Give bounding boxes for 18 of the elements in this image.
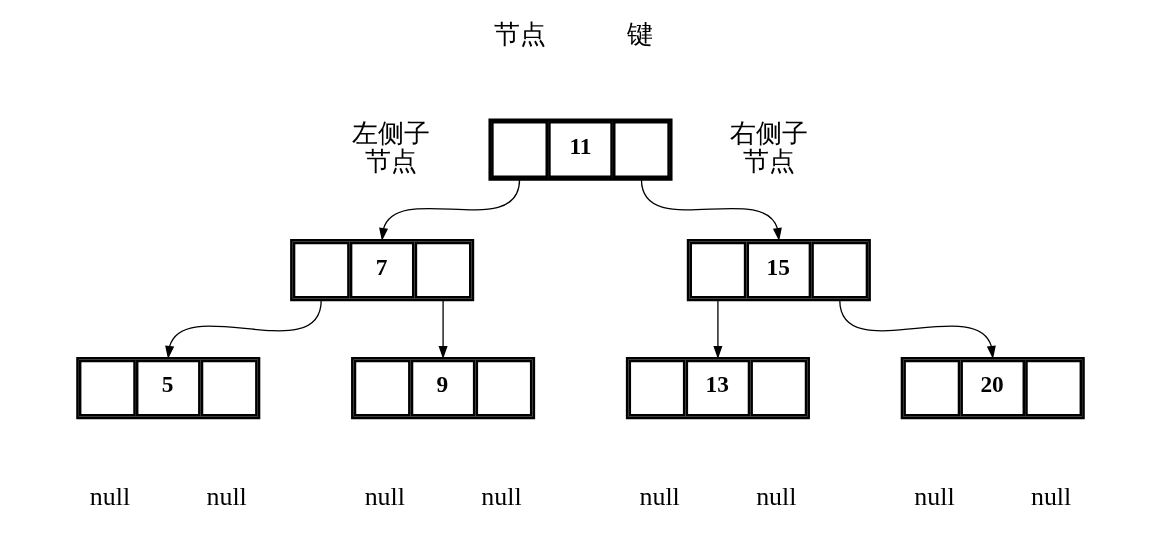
node-label: null [364, 481, 405, 511]
node-label: null [481, 481, 522, 511]
arrow [379, 178, 521, 241]
node-label: null [89, 481, 131, 511]
node-label: null [206, 481, 247, 511]
arrow [640, 178, 782, 241]
node-label: null [756, 481, 797, 511]
label: 节点 [494, 19, 547, 50]
arrow [165, 299, 322, 359]
label: 右侧子节点 [730, 117, 809, 177]
arrow [839, 299, 996, 359]
label: 左侧子节点 [351, 117, 430, 177]
node-label: null [639, 481, 680, 511]
node-label: null [1030, 481, 1072, 511]
label: 键 [626, 19, 653, 50]
arrow [713, 299, 723, 359]
node-label: null [914, 481, 955, 511]
arrow [438, 299, 448, 359]
